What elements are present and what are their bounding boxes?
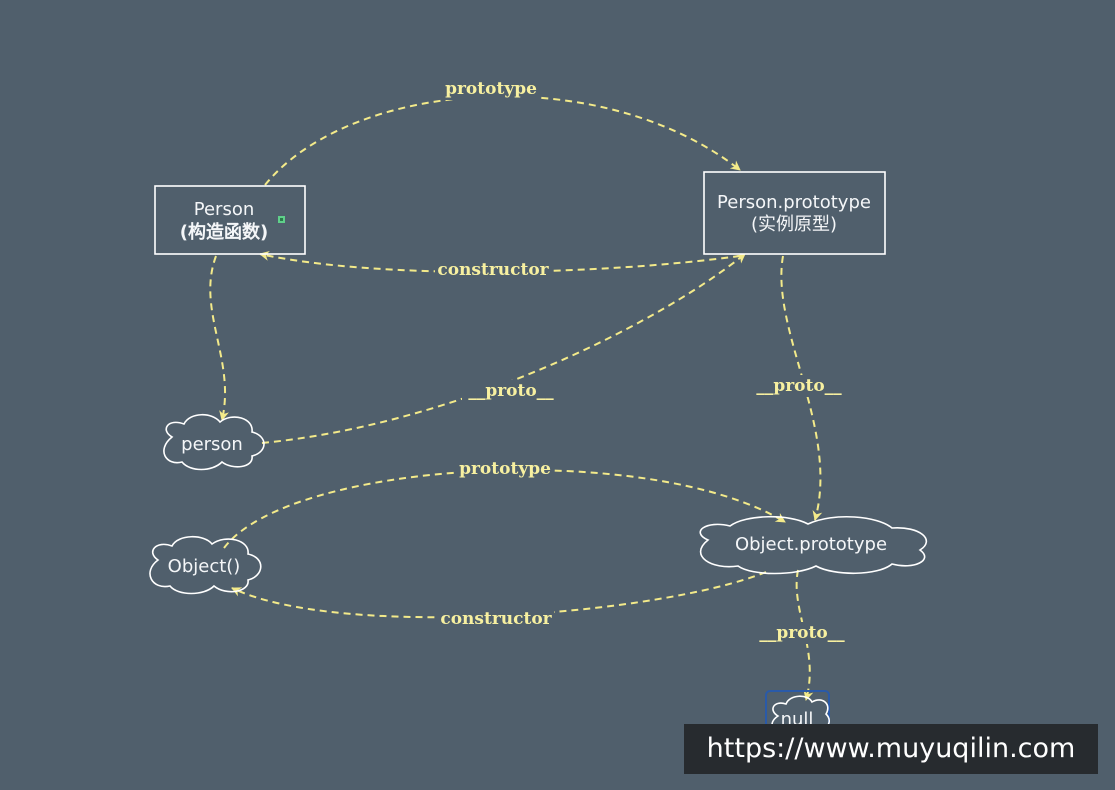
watermark-banner: https://www.muyuqilin.com bbox=[684, 724, 1098, 774]
label-object-prototype: prototype bbox=[459, 459, 551, 479]
label-person-prototype: prototype bbox=[445, 79, 537, 99]
node-person-prototype[interactable]: Person.prototype (实例原型) bbox=[703, 171, 886, 255]
label-prototype-proto: __proto__ bbox=[756, 376, 842, 396]
node-object-constructor[interactable]: Object() bbox=[149, 535, 262, 595]
node-person-prototype-subtitle: (实例原型) bbox=[751, 214, 837, 235]
node-object-constructor-label: Object() bbox=[168, 556, 241, 577]
edge-person-constructor bbox=[259, 251, 741, 273]
edge-object-prototype bbox=[223, 469, 786, 549]
edge-instance-to-constructor bbox=[209, 255, 229, 421]
node-person-constructor[interactable]: Person (构造函数) bbox=[154, 185, 306, 255]
cloud-shape-icon bbox=[163, 413, 265, 471]
label-object-constructor: constructor bbox=[440, 609, 552, 629]
edge-prototype-proto bbox=[780, 255, 823, 521]
node-person-instance-label: person bbox=[181, 434, 243, 455]
cloud-shape-icon bbox=[699, 515, 927, 575]
edge-person-prototype bbox=[264, 95, 741, 186]
node-person-constructor-subtitle: (构造函数) bbox=[180, 221, 268, 243]
label-null-proto: __proto__ bbox=[759, 623, 845, 643]
node-person-constructor-title: Person bbox=[194, 199, 255, 220]
node-object-prototype-label: Object.prototype bbox=[735, 534, 887, 555]
cloud-shape-icon bbox=[149, 535, 262, 595]
node-person-instance[interactable]: person bbox=[163, 413, 265, 471]
label-person-constructor: constructor bbox=[437, 260, 549, 280]
edge-instance-proto bbox=[261, 253, 746, 444]
node-object-prototype[interactable]: Object.prototype bbox=[699, 515, 927, 575]
label-instance-proto: __proto__ bbox=[468, 381, 554, 401]
node-person-prototype-title: Person.prototype bbox=[717, 192, 871, 213]
